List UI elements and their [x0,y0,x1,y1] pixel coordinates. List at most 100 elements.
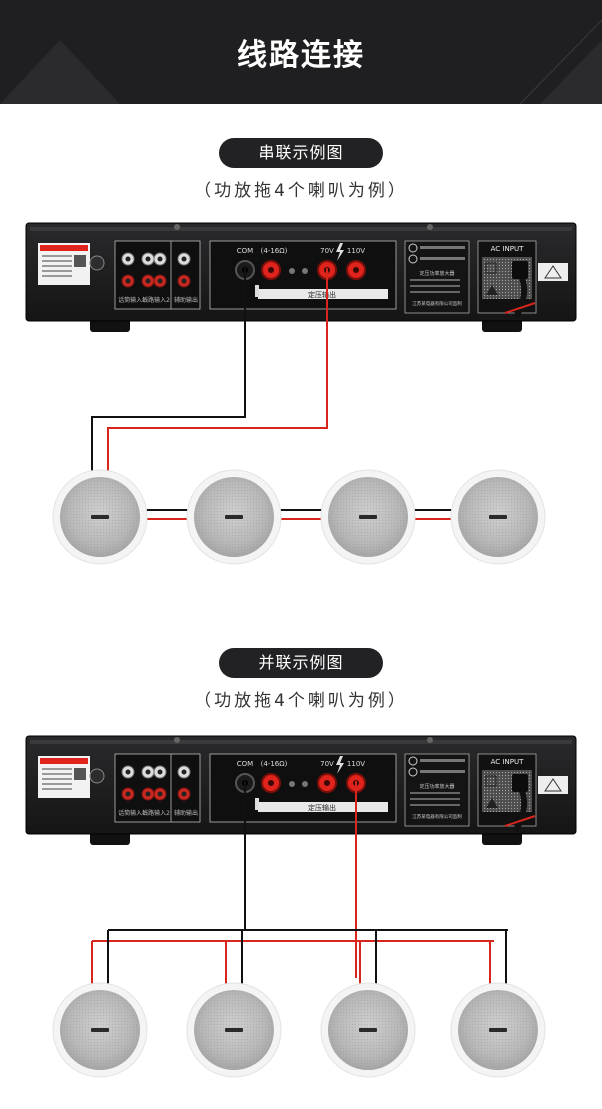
power-cord-accent [504,815,536,827]
terminal-110v-label: 110V [347,760,365,768]
nameplate [404,240,470,314]
warning-icon [408,254,418,264]
output-label: 定压输出 [308,290,336,299]
switch-icon [255,798,259,810]
rca-input-2-label: 线路输入2 [142,809,170,817]
power-plug [512,774,528,792]
nameplate [404,753,470,827]
header-decoration [0,19,602,104]
speaker-logo-badge [489,515,507,519]
speaker-logo-badge [359,1028,377,1032]
rca-jack-hole [125,278,131,284]
rca-jack-hole [145,256,151,262]
nameplate-text-line [420,246,465,249]
ac-input-label: AC INPUT [491,758,524,766]
sticker-text-line [42,270,72,272]
speaker-logo-badge [225,1028,243,1032]
speaker-rim [186,982,282,1078]
rca-jack-hole [145,791,151,797]
sticker-text-line [42,783,72,785]
terminal-ohm-label: (4-16Ω) [261,760,288,768]
terminal-small-screw [302,781,308,787]
speaker-rim [52,982,148,1078]
amp-top-edge [30,227,572,231]
sticker-text-line [42,255,72,257]
speaker-rim [450,982,546,1078]
speaker-rim [320,469,416,565]
parallel-speakers [52,982,546,1078]
nameplate-text-line [420,770,465,773]
series-diagram-subtitle: （功放拖4个喇叭为例） [194,181,408,201]
terminal-small-screw [302,268,308,274]
screw-icon [174,224,180,230]
rca-jack-hole [181,769,187,775]
speaker-logo-badge [91,1028,109,1032]
rca-jack-hole [157,769,163,775]
warning-icon [408,767,418,777]
speaker-rim [52,469,148,565]
ground-screw-icon [89,768,105,784]
power-plug [512,261,528,279]
series-speakers [52,469,546,565]
terminal-hole [268,780,274,786]
rca-output-label: 辅助输出 [174,809,198,817]
nameplate-title: 定压功率放大器 [419,270,454,277]
nameplate-text-line [410,279,460,281]
power-cord-accent [504,302,536,314]
speaker-rim [186,469,282,565]
sticker-text-line [42,260,72,262]
ground-screw-icon [89,255,105,271]
black-wire [91,268,246,517]
rca-jack-hole [125,769,131,775]
speaker-rim [450,469,546,565]
warning-icon [408,243,418,253]
page-title: 线路连接 [237,38,365,73]
nameplate-text-line [410,291,460,293]
fuse-icon [485,262,497,274]
rca-jack-hole [181,791,187,797]
terminal-com-label: COM [237,760,253,768]
terminal-small-screw [289,781,295,787]
nameplate-text-line [420,257,465,260]
lightning-icon [336,243,344,261]
fuse-icon [485,775,497,787]
warning-sticker-band [40,758,88,764]
sticker-text-line [42,275,72,277]
lightning-icon [336,756,344,774]
rca-input-1-label: 话筒输入1 [118,296,146,304]
nameplate-text-line [410,804,460,806]
screw-icon [427,224,433,230]
output-label-strip [258,289,388,299]
speaker-rim [320,982,416,1078]
rca-jack-hole [157,256,163,262]
terminal-com-label: COM [237,247,253,255]
parallel-diagram-pill: 并联示例图 [219,648,383,678]
parallel-diagram-subtitle: （功放拖4个喇叭为例） [194,691,408,711]
speaker-logo-badge [359,515,377,519]
rca-jack-hole [125,256,131,262]
nameplate-title: 定压功率放大器 [419,783,454,790]
nameplate-text-line [410,798,460,800]
rca-input-1-label: 话筒输入1 [118,809,146,817]
terminal-110v-label: 110V [347,247,365,255]
parallel-wires [91,781,508,985]
sticker-text-line [42,773,72,775]
speaker-logo-badge [91,515,109,519]
series-diagram-pill: 串联示例图 [219,138,383,168]
rca-jack-hole [125,791,131,797]
nameplate-text-line [410,792,460,794]
terminal-hole [353,267,359,273]
output-label-strip [258,802,388,812]
rca-output-label: 辅助输出 [174,296,198,304]
sticker-text-line [42,265,72,267]
nameplate-company: 江苏某电器有限公司监制 [412,300,462,307]
qr-code-icon [74,768,86,780]
nameplate-text-line [420,759,465,762]
qr-code-icon [74,255,86,267]
rca-jack-hole [157,278,163,284]
amp-top-edge [30,740,572,744]
switch-icon [255,285,259,297]
